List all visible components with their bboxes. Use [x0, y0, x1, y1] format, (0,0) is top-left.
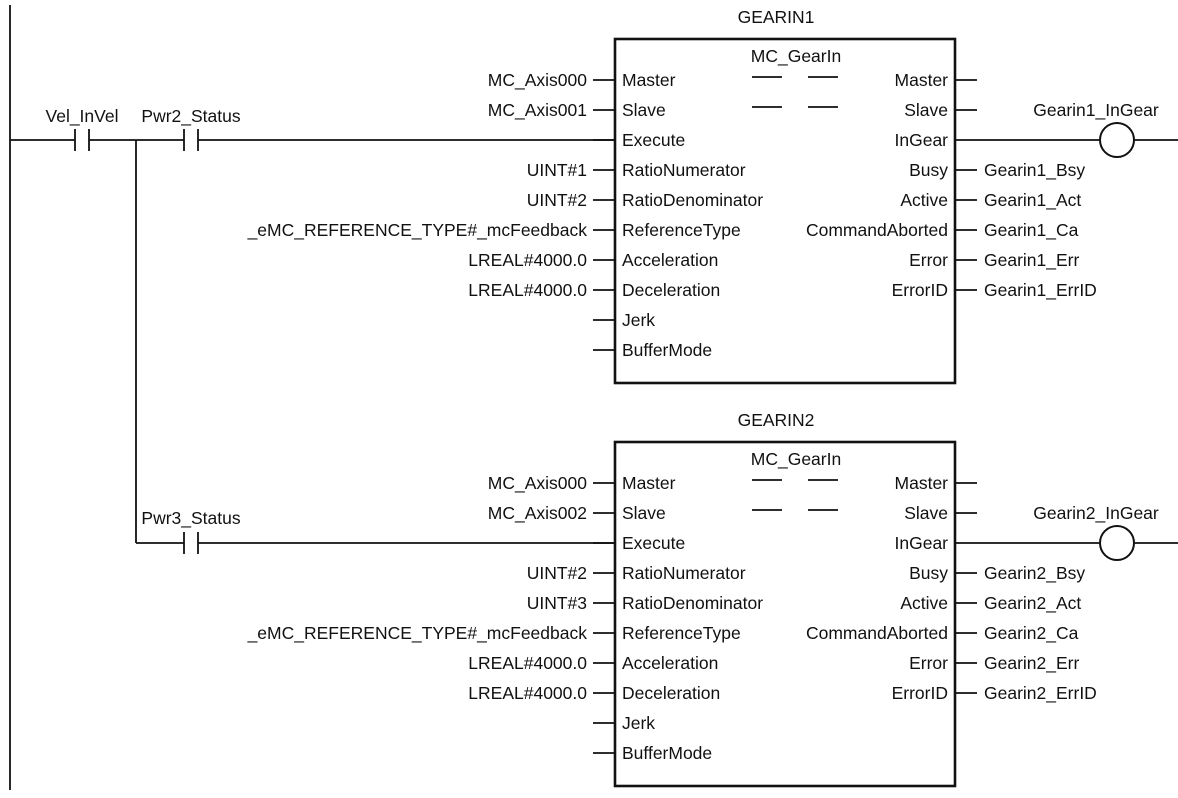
fb-input-pin-name: RatioNumerator: [622, 160, 746, 180]
fb-instance-name: GEARIN1: [738, 7, 815, 27]
fb-input-pin-name: Execute: [622, 533, 685, 553]
coil-label: Gearin2_InGear: [1033, 503, 1159, 524]
rung-1: Vel_InVel Pwr2_Status GEARIN1 MC_GearIn: [10, 7, 1178, 543]
fb-type-name: MC_GearIn: [751, 449, 841, 470]
fb-instance-name: GEARIN2: [738, 410, 815, 430]
fb-output-argument[interactable]: Gearin2_ErrID: [984, 683, 1097, 704]
contact-label: Pwr3_Status: [141, 508, 240, 529]
fb-output-pin-name: Active: [900, 190, 948, 210]
fb-output-argument[interactable]: Gearin2_Ca: [984, 623, 1079, 644]
fb-input-pin-name: ReferenceType: [622, 220, 741, 240]
fb-input-pin-name: Acceleration: [622, 250, 718, 270]
fb-output-pin-name: Master: [895, 70, 949, 90]
fb-input-argument[interactable]: _eMC_REFERENCE_TYPE#_mcFeedback: [247, 220, 588, 241]
fb-output-argument[interactable]: Gearin2_Act: [984, 593, 1081, 614]
fb-output-pin-name: Error: [909, 653, 948, 673]
fb-output-pin-name: Busy: [909, 160, 948, 180]
fb-input-argument[interactable]: UINT#3: [527, 593, 587, 613]
fb-input-argument[interactable]: MC_Axis000: [488, 473, 587, 494]
fb-input-argument[interactable]: UINT#1: [527, 160, 587, 180]
contact-label: Pwr2_Status: [141, 106, 240, 127]
fb-input-pin-name: BufferMode: [622, 340, 712, 360]
fb-input-pin-name: Execute: [622, 130, 685, 150]
fb-input-argument[interactable]: UINT#2: [527, 563, 587, 583]
fb-input-pin-name: Slave: [622, 503, 666, 523]
coil-gearin2-ingear[interactable]: [1099, 525, 1135, 561]
fb-input-pin-name: BufferMode: [622, 743, 712, 763]
rung-2: Pwr3_Status GEARIN2 MC_GearIn: [136, 410, 1178, 788]
fb-input-argument[interactable]: MC_Axis001: [488, 100, 587, 121]
fb-input-argument[interactable]: LREAL#4000.0: [468, 250, 587, 270]
fb-output-argument[interactable]: Gearin1_ErrID: [984, 280, 1097, 301]
fb-output-pin-name: Slave: [904, 503, 948, 523]
fb-input-pin-name: ReferenceType: [622, 623, 741, 643]
fb-output-pin-name: Active: [900, 593, 948, 613]
fb-output-argument[interactable]: Gearin1_Bsy: [984, 160, 1085, 181]
function-block-pins: MasterMC_Axis000SlaveMC_Axis001ExecuteRa…: [247, 70, 1159, 763]
fb-output-pin-name: InGear: [895, 130, 949, 150]
function-block-gearin2[interactable]: [613, 440, 957, 788]
fb-output-pin-name: ErrorID: [892, 683, 948, 703]
fb-output-argument[interactable]: Gearin1_Ca: [984, 220, 1079, 241]
fb-input-pin-name: Deceleration: [622, 683, 720, 703]
fb-input-argument[interactable]: MC_Axis002: [488, 503, 587, 524]
fb-input-pin-name: Slave: [622, 100, 666, 120]
fb-output-pin-name: Master: [895, 473, 949, 493]
fb-input-argument[interactable]: LREAL#4000.0: [468, 683, 587, 703]
contact-label: Vel_InVel: [46, 106, 119, 127]
fb-input-pin-name: Acceleration: [622, 653, 718, 673]
fb-output-argument[interactable]: Gearin1_Err: [984, 250, 1079, 271]
fb-output-pin-name: InGear: [895, 533, 949, 553]
contact-pwr2-status[interactable]: [183, 129, 199, 151]
fb-input-argument[interactable]: LREAL#4000.0: [468, 653, 587, 673]
fb-output-pin-name: CommandAborted: [806, 623, 948, 643]
fb-type-name: MC_GearIn: [751, 46, 841, 67]
fb-input-pin-name: RatioDenominator: [622, 190, 763, 210]
fb-output-pin-name: Error: [909, 250, 948, 270]
contact-pwr3-status[interactable]: [183, 532, 199, 554]
fb-input-pin-name: RatioDenominator: [622, 593, 763, 613]
fb-output-pin-name: CommandAborted: [806, 220, 948, 240]
fb-input-argument[interactable]: MC_Axis000: [488, 70, 587, 91]
fb-input-pin-name: Master: [622, 473, 676, 493]
function-block-gearin1[interactable]: [613, 37, 957, 385]
fb-output-argument[interactable]: Gearin2_Bsy: [984, 563, 1085, 584]
fb-input-argument[interactable]: LREAL#4000.0: [468, 280, 587, 300]
fb-input-pin-name: Master: [622, 70, 676, 90]
fb-input-argument[interactable]: UINT#2: [527, 190, 587, 210]
fb-input-pin-name: Jerk: [622, 713, 655, 733]
contact-vel-invel[interactable]: [74, 129, 90, 151]
coil-label: Gearin1_InGear: [1033, 100, 1159, 121]
coil-gearin1-ingear[interactable]: [1099, 122, 1135, 158]
fb-output-pin-name: ErrorID: [892, 280, 948, 300]
fb-input-pin-name: Deceleration: [622, 280, 720, 300]
fb-input-argument[interactable]: _eMC_REFERENCE_TYPE#_mcFeedback: [247, 623, 588, 644]
fb-input-pin-name: RatioNumerator: [622, 563, 746, 583]
fb-output-argument[interactable]: Gearin1_Act: [984, 190, 1081, 211]
fb-output-pin-name: Busy: [909, 563, 948, 583]
fb-input-pin-name: Jerk: [622, 310, 655, 330]
fb-output-pin-name: Slave: [904, 100, 948, 120]
fb-output-argument[interactable]: Gearin2_Err: [984, 653, 1079, 674]
